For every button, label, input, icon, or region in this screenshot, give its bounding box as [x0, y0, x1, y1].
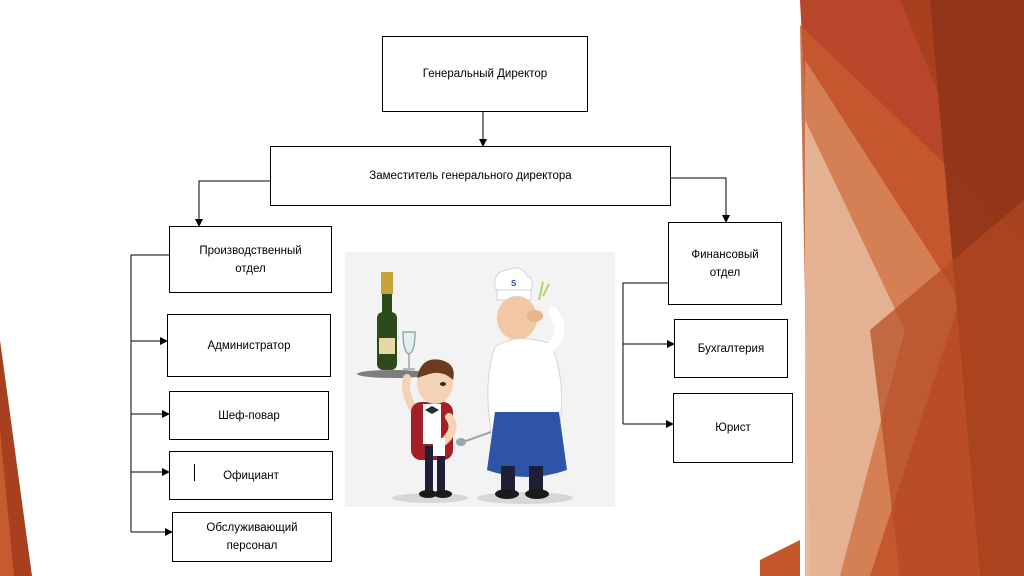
- service-staff-box: Обслуживающий персонал: [172, 512, 332, 562]
- finance-dept-box: Финансовый отдел: [668, 222, 782, 305]
- deputy-label: Заместитель генерального директора: [369, 170, 572, 182]
- svg-text:S: S: [511, 279, 517, 288]
- production-dept-label-line1: Производственный: [199, 244, 302, 257]
- finance-dept-label-line1: Финансовый: [691, 248, 759, 261]
- deputy-box: Заместитель генерального директора: [270, 146, 671, 206]
- director-box: Генеральный Директор: [382, 36, 588, 112]
- text-cursor: [194, 464, 195, 481]
- accounting-box: Бухгалтерия: [674, 319, 788, 378]
- wine-glass-icon: [402, 331, 416, 370]
- director-label: Генеральный Директор: [422, 68, 548, 80]
- waiter-and-chef-illustration: S: [345, 252, 615, 507]
- production-dept-label-line2: отдел: [235, 262, 266, 275]
- chef-figure: S: [456, 267, 567, 499]
- lawyer-label: Юрист: [715, 422, 751, 434]
- service-staff-label-line2: персонал: [226, 540, 278, 552]
- finance-dept-label-line2: отдел: [709, 266, 741, 279]
- accounting-label: Бухгалтерия: [697, 342, 765, 355]
- administrator-label: Администратор: [207, 339, 291, 352]
- waiter-figure: [402, 359, 457, 498]
- chef-box: Шеф-повар: [169, 391, 329, 440]
- lawyer-box: Юрист: [673, 393, 793, 463]
- administrator-box: Администратор: [167, 314, 331, 377]
- chef-label: Шеф-повар: [218, 409, 280, 422]
- production-dept-box: Производственный отдел: [169, 226, 332, 293]
- service-staff-label-line1: Обслуживающий: [206, 522, 298, 534]
- waiter-box: Официант: [169, 451, 333, 500]
- waiter-label: Официант: [223, 469, 279, 482]
- champagne-bottle-icon: [377, 272, 397, 370]
